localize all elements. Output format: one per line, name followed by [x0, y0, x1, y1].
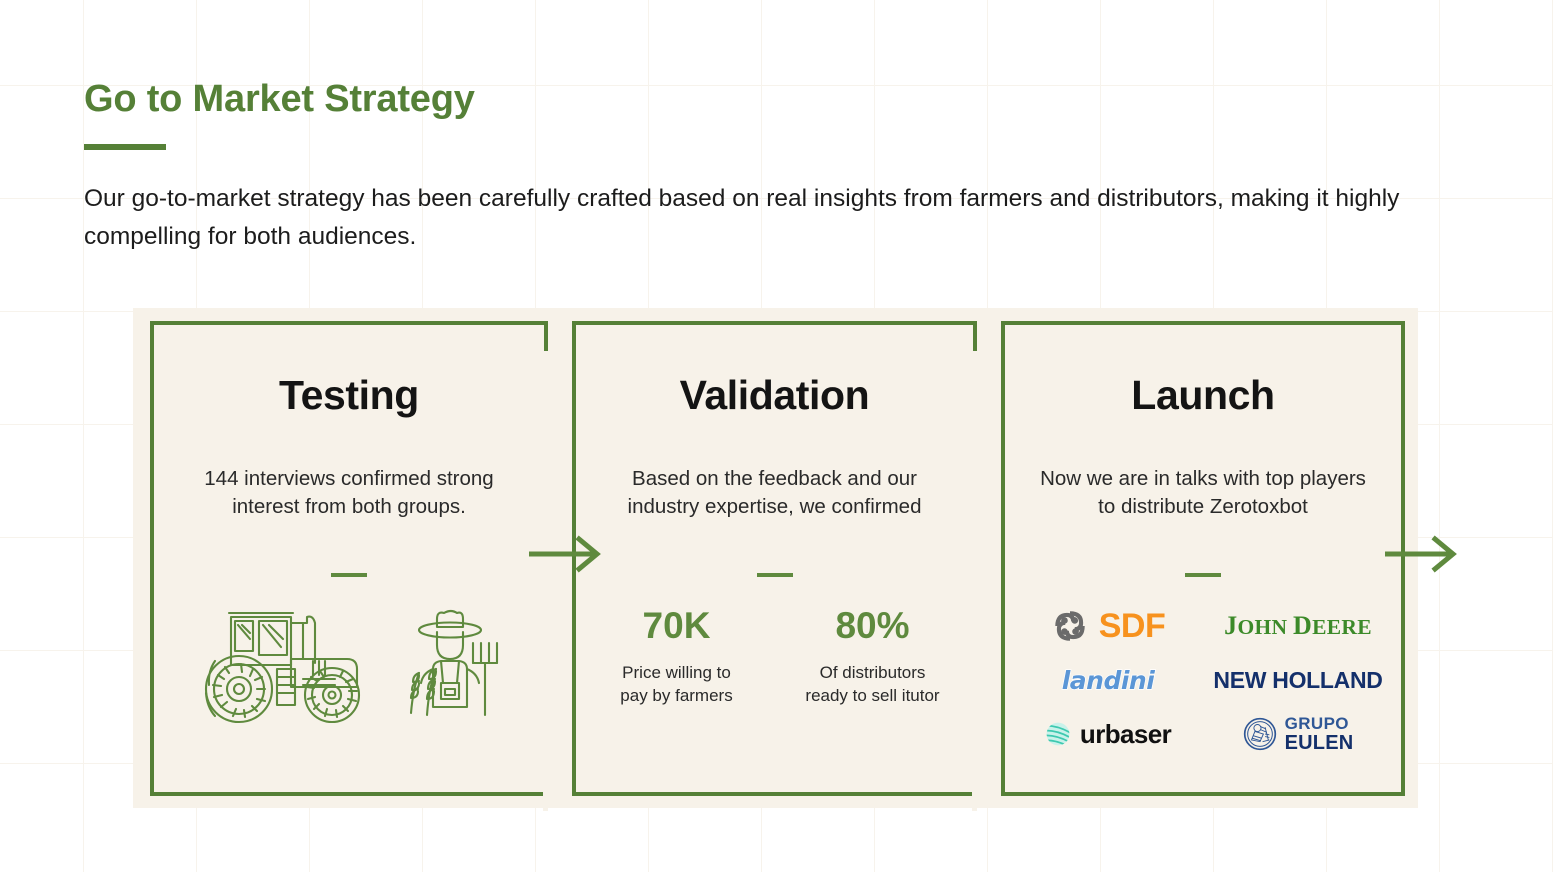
arrow-right-icon: [1385, 535, 1457, 573]
sdf-pinwheel-icon: [1055, 611, 1085, 642]
card-border-gap: [972, 351, 977, 811]
landini-wordmark: landini: [1061, 665, 1155, 695]
stage-list: Testing 144 interviews confirmed strong …: [133, 308, 1457, 811]
logo-landini: landini: [1061, 665, 1155, 695]
card-border-left: [150, 321, 154, 796]
card-body-testing: Testing 144 interviews confirmed strong …: [150, 321, 548, 796]
page-subtitle: Our go-to-market strategy has been caref…: [84, 184, 1400, 251]
stage-divider: [1185, 573, 1221, 578]
stage-divider: [331, 573, 367, 578]
strategy-panel: Testing 144 interviews confirmed strong …: [133, 308, 1457, 811]
urbaser-globe-icon: [1046, 722, 1070, 746]
urbaser-wordmark: urbaser: [1079, 719, 1172, 750]
stat-value: 80%: [835, 605, 910, 647]
grupo-eulen-wordmark-top: GRUPO: [1284, 714, 1349, 734]
arrow-right-icon: [529, 535, 601, 573]
logo-sdf: SDF: [1051, 607, 1166, 645]
validation-stats: 70K Price willing to pay by farmers 80% …: [607, 607, 943, 707]
card-border-top: [150, 321, 548, 325]
stat-label: Price willing to pay by farmers: [620, 663, 733, 706]
logo-grupo-eulen: GRUPO EULEN: [1243, 715, 1354, 753]
card-frame: [1001, 321, 1405, 796]
stage-description-validation: Based on the feedback and our industry e…: [627, 467, 922, 518]
stage-card-launch[interactable]: Launch Now we are in talks with top play…: [989, 308, 1418, 808]
card-border-right: [1401, 321, 1405, 796]
card-border-bottom: [572, 792, 977, 796]
card-frame: [572, 321, 977, 811]
page-title: Go to Market Strategy: [84, 78, 475, 120]
stage-description-testing: 144 interviews confirmed strong interest…: [204, 467, 494, 518]
card-body-launch: Launch Now we are in talks with top play…: [1001, 321, 1405, 796]
logo-urbaser: urbaser: [1045, 719, 1172, 750]
john-deere-wordmark: JOHN DEERE: [1224, 611, 1372, 641]
grupo-eulen-emblem-icon: [1243, 718, 1276, 751]
card-border-left: [1001, 321, 1005, 796]
grupo-eulen-wordmark-bottom: EULEN: [1284, 732, 1354, 755]
stat-item: 80% Of distributors ready to sell itutor: [803, 607, 943, 707]
card-frame: [150, 321, 548, 811]
farmer-illustration: [409, 610, 498, 717]
logo-john-deere: JOHN DEERE: [1224, 613, 1372, 639]
header: Go to Market Strategy Our go-to-market s…: [84, 78, 1484, 257]
title-underline: [84, 143, 166, 150]
stage-title-testing: Testing: [279, 372, 419, 418]
sdf-wordmark: SDF: [1098, 607, 1166, 646]
new-holland-wordmark: NEW HOLLAND: [1213, 666, 1383, 693]
stage-description-launch: Now we are in talks with top players to …: [1040, 467, 1366, 518]
stage-title-launch: Launch: [1131, 372, 1275, 418]
testing-artwork: [195, 603, 504, 728]
stat-value: 70K: [642, 605, 711, 647]
partner-logo-grid: SDF JOHN DEERE landini NEW HOLLAND: [1013, 599, 1393, 761]
card-border-top: [1001, 321, 1405, 325]
stage-divider: [756, 573, 793, 578]
card-border-top: [572, 321, 977, 325]
card-border-bottom: [1001, 792, 1405, 796]
stage-card-validation[interactable]: Validation Based on the feedback and our…: [560, 308, 1457, 811]
stage-card-testing[interactable]: Testing 144 interviews confirmed strong …: [133, 308, 601, 811]
stat-item: 70K Price willing to pay by farmers: [607, 607, 747, 707]
card-border-gap: [543, 351, 548, 811]
stat-label: Of distributors ready to sell itutor: [805, 663, 940, 706]
card-border-bottom: [150, 792, 548, 796]
logo-new-holland: NEW HOLLAND: [1213, 666, 1383, 693]
card-border-left: [572, 321, 576, 796]
card-body-validation: Validation Based on the feedback and our…: [572, 321, 977, 796]
stage-title-validation: Validation: [679, 372, 870, 418]
tractor-illustration: [204, 612, 360, 724]
